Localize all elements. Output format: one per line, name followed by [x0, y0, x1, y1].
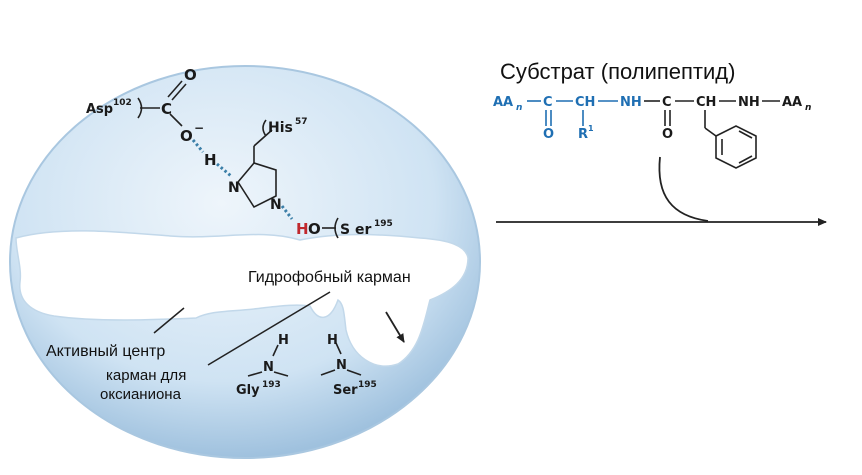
substrate-oxygen-1: O [543, 127, 554, 142]
asp-label: Asp [86, 102, 113, 117]
ser-number: 195 [374, 219, 393, 229]
ser2-hydrogen: H [327, 333, 338, 348]
substrate-title: Субстрат (полипептид) [500, 59, 735, 84]
ser-label: S er [340, 222, 371, 238]
gly-nitrogen: N [263, 360, 274, 375]
substrate-r1: R [578, 127, 588, 142]
minus-sign: − [194, 121, 204, 135]
ser-oxygen: O [308, 220, 321, 238]
oxyanion-label-line2: оксианиона [100, 386, 182, 403]
substrate-r1-sup: 1 [588, 124, 594, 133]
binding-cleft [15, 230, 469, 367]
oxyanion-hole-bonds [247, 342, 362, 377]
his-number: 57 [295, 117, 308, 127]
substrate-right-end: AA [782, 95, 802, 110]
substrate-bonds-blue [527, 100, 618, 126]
active-site-leader-line [153, 307, 185, 334]
gly-hydrogen: H [278, 333, 289, 348]
hydrophobic-leader-line [207, 291, 331, 366]
substrate-nh-1: NH [620, 95, 642, 110]
asp-number: 102 [113, 98, 132, 108]
his-label: His [268, 120, 293, 136]
pocket-arrow [385, 311, 405, 343]
ser2-label: Ser [333, 383, 358, 398]
substrate-nh-2: NH [738, 95, 760, 110]
his-nitrogen-1: N [228, 180, 240, 196]
asp-carbon: C [161, 100, 172, 118]
substrate-ch-2: CH [696, 95, 716, 110]
substrate-chain-text: AA n C O CH R 1 NH [493, 95, 642, 142]
gly-number: 193 [262, 380, 281, 390]
substrate-oxygen-2: O [662, 127, 673, 142]
asp-oxygen-double: O [184, 66, 197, 84]
substrate-entry-curve [658, 156, 709, 222]
ser-hydrogen-red: H [296, 220, 309, 238]
catalytic-triad-bonds [137, 80, 339, 239]
ser2-nitrogen: N [336, 358, 347, 373]
substrate-chain-text-black: C O CH NH AA n [662, 95, 811, 142]
asp-oxygen-minus: O [180, 127, 193, 145]
substrate-left-sub: n [516, 103, 522, 113]
his-hydrogen: H [204, 151, 217, 169]
oxyanion-label-line1: карман для [106, 367, 186, 384]
substrate-left-end: AA [493, 95, 513, 110]
ser2-number: 195 [358, 380, 377, 390]
substrate-carbon-2: C [662, 95, 672, 110]
substrate-right-sub: n [805, 103, 811, 113]
hydrogen-bonds [191, 139, 294, 220]
substrate-ch-1: CH [575, 95, 595, 110]
hydrophobic-pocket-label: Гидрофобный карман [248, 269, 411, 286]
substrate-carbon-1: C [543, 95, 553, 110]
substrate-bonds-black [644, 100, 780, 169]
gly-label: Gly [236, 383, 260, 398]
active-site-label: Активный центр [46, 343, 165, 360]
his-nitrogen-2: N [270, 197, 282, 213]
